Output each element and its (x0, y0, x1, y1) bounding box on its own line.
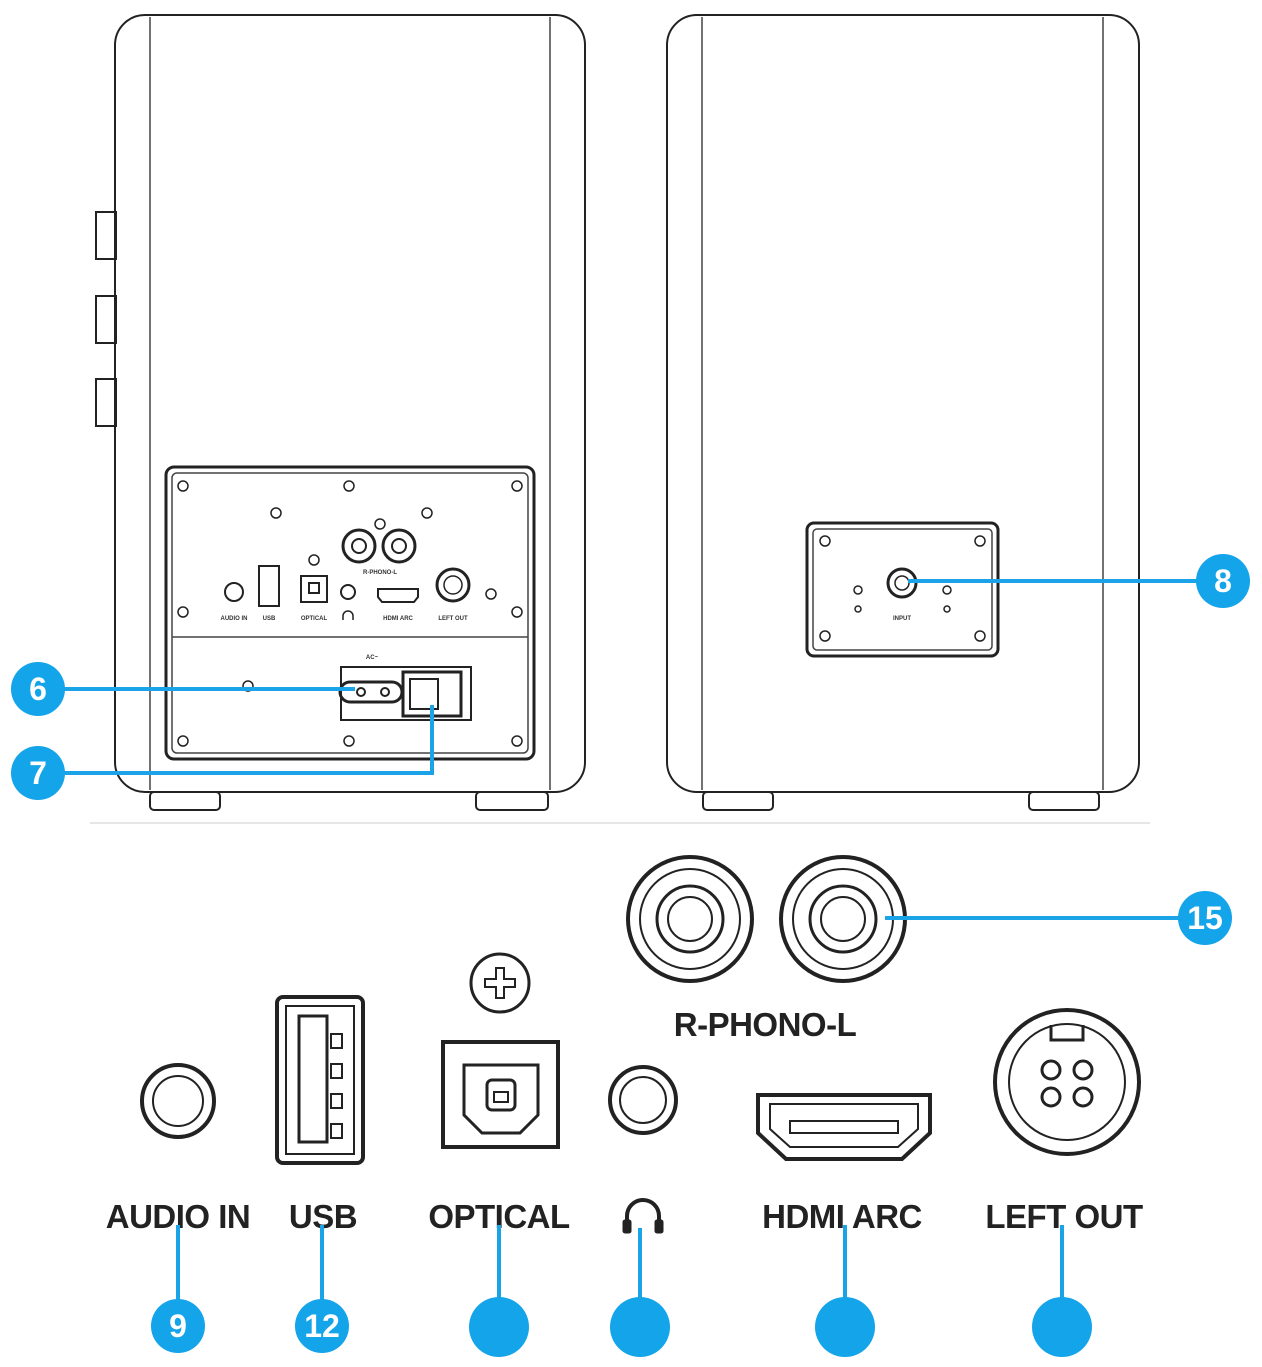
optical-port (441, 1040, 560, 1149)
panel-audio-in-jack (224, 582, 244, 602)
panel-hdmi-port (377, 588, 419, 603)
label-left-out: LEFT OUT (985, 1198, 1143, 1235)
headphone-icon (622, 1198, 664, 1234)
callout-optical-badge (469, 1297, 529, 1357)
right-back-panel: INPUT (805, 521, 1000, 658)
phono-jack-r-large (626, 855, 754, 983)
left-speaker: R-PHONO-L AUDIO IN USB OPTICAL HDMI ARC … (95, 14, 586, 811)
label-hdmi-arc: HDMI ARC (762, 1198, 922, 1235)
callouts: 6 7 8 15 9 12 (11, 554, 1250, 1357)
callout-left-out-badge (1032, 1297, 1092, 1357)
screw-icon (177, 480, 523, 747)
callout-6-badge (11, 662, 65, 716)
callout-7-number: 7 (29, 755, 47, 791)
phono-jack-r (341, 528, 377, 564)
speaker-foot (702, 791, 774, 811)
ac-inlet (338, 680, 404, 704)
usb-port (275, 995, 365, 1165)
callout-7-line (60, 705, 434, 775)
callout-9-badge (151, 1299, 205, 1353)
callout-hdmi-badge (815, 1297, 875, 1357)
callout-8-number: 8 (1214, 563, 1232, 599)
panel-headphone-jack (340, 584, 356, 600)
side-knob (95, 295, 117, 344)
screw-icon (819, 535, 986, 642)
callout-8-badge (1196, 554, 1250, 608)
audio-in-jack (140, 1063, 216, 1139)
headphone-jack (608, 1065, 678, 1135)
left-out-port (993, 1008, 1141, 1156)
callout-headphone-badge (610, 1297, 670, 1357)
callout-15-number: 15 (1187, 900, 1223, 936)
panel-usb-port (258, 565, 280, 607)
callout-15-badge (1178, 891, 1232, 945)
speaker-foot (149, 791, 221, 811)
speaker-foot (1028, 791, 1100, 811)
callout-9-number: 9 (169, 1308, 187, 1344)
right-speaker: INPUT (666, 14, 1140, 811)
left-back-panel: R-PHONO-L AUDIO IN USB OPTICAL HDMI ARC … (164, 465, 536, 761)
side-knob (95, 378, 117, 427)
callout-7-badge (11, 746, 65, 800)
panel-label-phono: R-PHONO-L (363, 570, 397, 576)
phono-jack-l (381, 528, 417, 564)
speaker-foot (475, 791, 549, 811)
panel-left-out-port (435, 567, 471, 603)
side-knob (95, 211, 117, 260)
headphone-icon (342, 610, 354, 620)
panel-label-audio-in: AUDIO IN (221, 616, 248, 622)
hdmi-port (756, 1093, 932, 1161)
callout-12-number: 12 (304, 1308, 340, 1344)
panel-label-input: INPUT (893, 616, 911, 622)
panel-label-usb: USB (263, 616, 276, 622)
panel-label-left-out: LEFT OUT (438, 616, 468, 622)
callout-12-badge (295, 1299, 349, 1353)
screw-icon (469, 952, 531, 1014)
zoomed-ports: R-PHONO-L (106, 855, 1143, 1235)
panel-label-hdmi: HDMI ARC (383, 616, 413, 622)
panel-label-ac: AC~ (366, 655, 379, 661)
label-phono: R-PHONO-L (674, 1006, 857, 1043)
panel-label-optical: OPTICAL (301, 616, 328, 622)
callout-6-number: 6 (29, 671, 47, 707)
panel-optical-port (300, 575, 328, 603)
